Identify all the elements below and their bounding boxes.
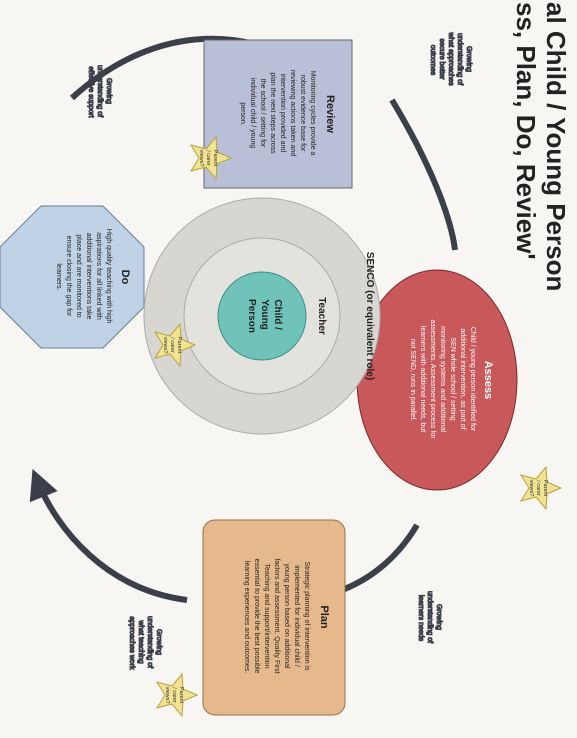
- arrow-labels: Growing understanding of what approaches…: [87, 31, 473, 671]
- label-bottom-left: Growing understanding of what teaching a…: [128, 616, 162, 670]
- senco-label: SENCO (or equivalent role): [364, 252, 375, 380]
- do-text: High quality teaching with high aspirati…: [55, 229, 112, 326]
- assess-text: Child / young person identified for addi…: [409, 320, 476, 441]
- svg-text:Parent/ carerviews?: Parent/ carerviews?: [162, 337, 182, 354]
- star-review: Parent/ carerviews?: [189, 135, 233, 181]
- plan-text: Strategic planning of intervention is im…: [243, 558, 310, 675]
- do-title: Do: [119, 270, 131, 285]
- do-octagon: [0, 205, 145, 349]
- label-bottom-right: Growing understanding of learners needs: [417, 591, 442, 645]
- svg-text:Parent/ carerviews?: Parent/ carerviews?: [198, 150, 218, 167]
- svg-text:Parent/ carerviews?: Parent/ carerviews?: [528, 480, 548, 497]
- star-assess: Parent/ carerviews?: [519, 465, 563, 511]
- star-plan: Parent/ carerviews?: [155, 672, 199, 718]
- rotated-diagram: al Child / Young Person ss, Plan, Do, Re…: [0, 2, 571, 718]
- svg-text:Parent/ carerviews?: Parent/ carerviews?: [164, 687, 184, 704]
- diagram-title-line2: ss, Plan, Do, Review': [511, 2, 541, 260]
- review-box: [203, 39, 353, 189]
- child-label: Child / Young Person: [246, 299, 283, 333]
- label-top-right: Growing understanding of what approaches…: [429, 31, 472, 87]
- diagram-title-line1: al Child / Young Person: [541, 2, 571, 291]
- assess-title: Assess: [482, 361, 494, 400]
- child-circle: [217, 271, 307, 361]
- arrow-plan-to-do: [29, 468, 188, 603]
- plan-box: [202, 519, 346, 716]
- review-text: Monitoring cycles provide a robust evide…: [239, 70, 316, 158]
- label-top-left: Growing understanding of effective suppo…: [87, 65, 112, 119]
- teacher-label: Teacher: [316, 297, 327, 335]
- arrow-review-to-assess: [389, 98, 458, 251]
- review-title: Review: [324, 95, 336, 133]
- star-do: Parent/ carerviews?: [153, 322, 197, 368]
- plan-title: Plan: [318, 605, 330, 629]
